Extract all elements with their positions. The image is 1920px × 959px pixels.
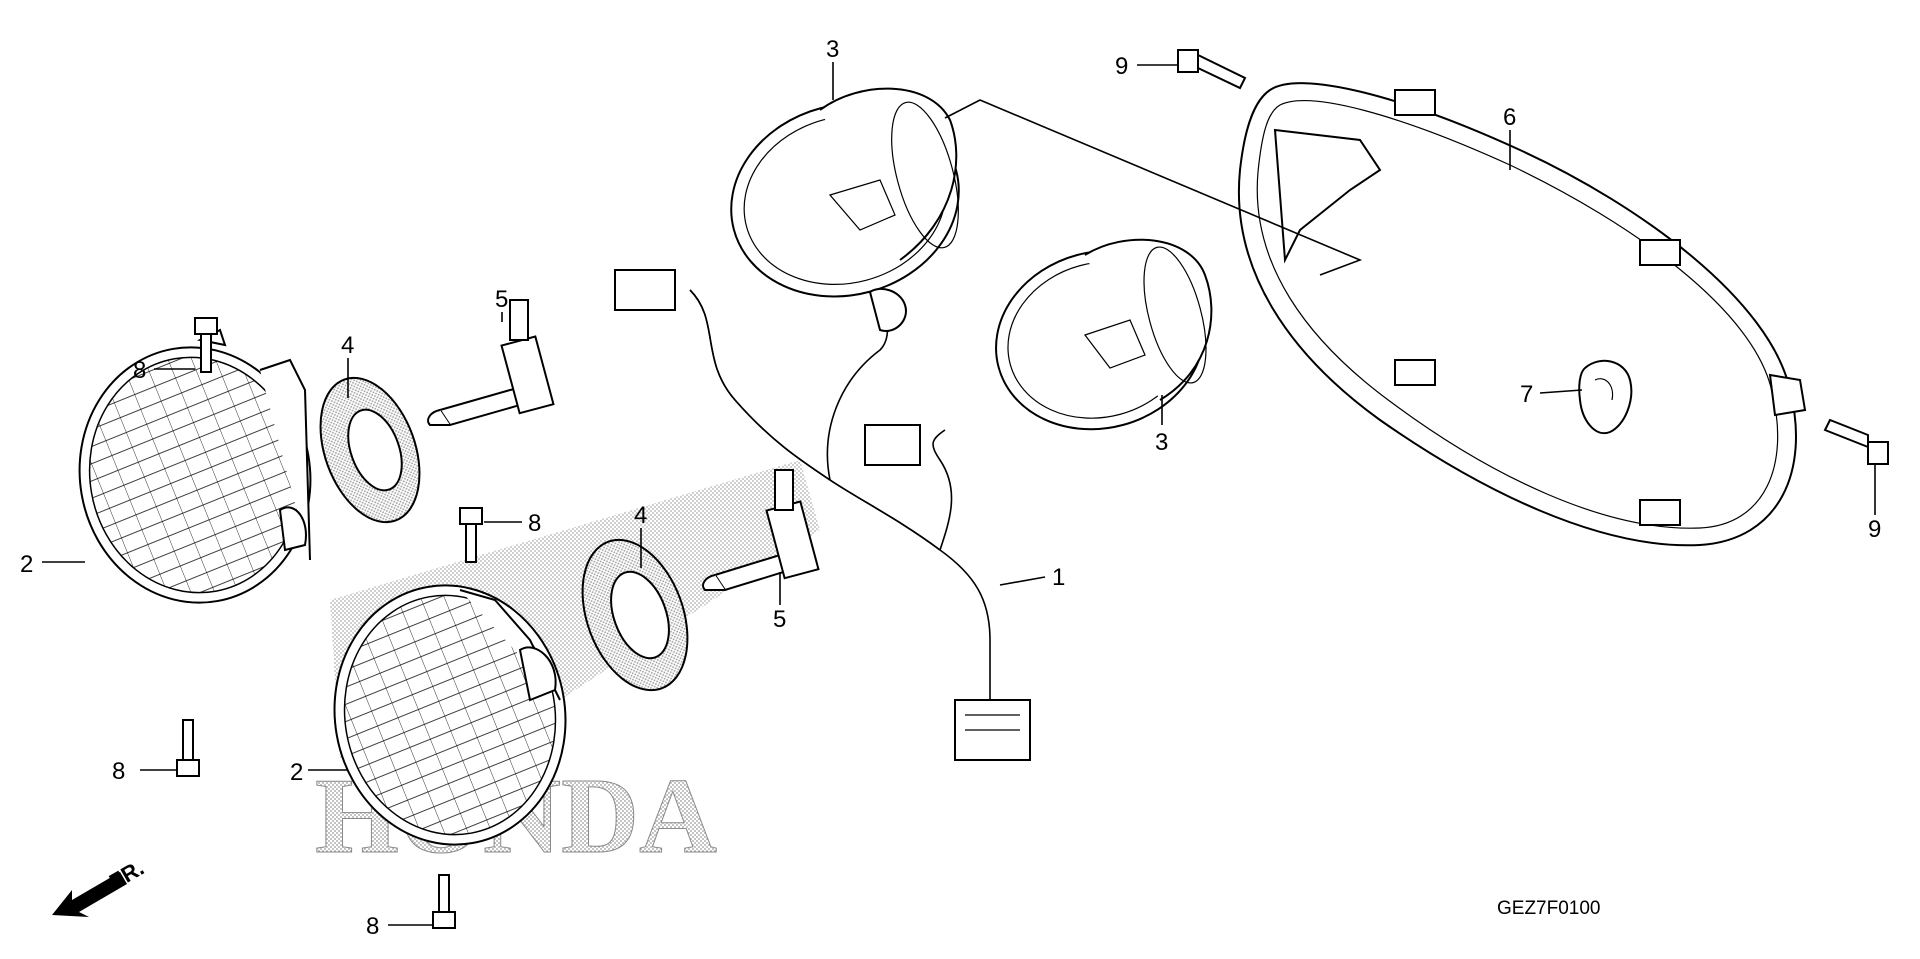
screw-top xyxy=(1177,49,1247,90)
leader-lines xyxy=(42,62,1876,926)
callout-headlight-unit-left: 2 xyxy=(20,551,33,578)
bolt-left-bottom xyxy=(176,719,200,777)
callout-headlight-unit-right: 2 xyxy=(290,759,303,786)
connector-mid xyxy=(864,424,921,466)
bolt-right-top xyxy=(459,507,483,563)
headlight-unit-left xyxy=(78,328,312,604)
connector-small xyxy=(868,287,907,332)
callout-bolt-right-top: 8 xyxy=(528,510,541,537)
callout-screw-top: 9 xyxy=(1115,53,1128,80)
case-bracket-line xyxy=(944,99,1363,276)
callout-screw-right: 9 xyxy=(1868,516,1881,543)
headlight-rim xyxy=(1237,82,1807,547)
callout-headlight-case-top: 3 xyxy=(826,36,839,63)
connector-top xyxy=(614,269,676,311)
bulb-left xyxy=(427,299,555,427)
callout-dust-cover-left: 4 xyxy=(341,332,354,359)
bolt-right-bottom xyxy=(432,874,456,929)
callout-headlight-case-bottom: 3 xyxy=(1155,429,1168,456)
screw-right xyxy=(1823,418,1889,465)
bulb-socket xyxy=(1578,359,1633,435)
callout-bolt-right-bottom: 8 xyxy=(366,913,379,940)
wire-harness xyxy=(614,269,1031,761)
headlight-unit-right xyxy=(333,584,567,846)
callout-bolt-left-bottom: 8 xyxy=(112,758,125,785)
headlight-case-bottom xyxy=(995,238,1213,431)
callout-bolt-left-top: 8 xyxy=(133,357,146,384)
callout-dust-cover-right: 4 xyxy=(634,502,647,529)
dust-cover-left xyxy=(319,376,421,524)
bulb-right xyxy=(702,469,820,592)
callout-wire-harness: 1 xyxy=(1052,564,1065,591)
dust-cover-right xyxy=(581,538,689,692)
front-arrow-icon xyxy=(52,872,127,917)
headlight-case-top xyxy=(730,87,960,298)
front-direction-indicator: FR. xyxy=(52,855,148,917)
callout-bulb-left: 5 xyxy=(495,286,508,313)
callout-bulb-socket: 7 xyxy=(1520,381,1533,408)
bolt-left-top xyxy=(194,317,218,373)
drawing-code: GEZ7F0100 xyxy=(1497,898,1601,919)
callout-bulb-right: 5 xyxy=(773,606,786,633)
callout-headlight-rim: 6 xyxy=(1503,104,1516,131)
callouts: 1 2 2 3 3 4 4 5 5 6 7 8 8 8 8 9 9 xyxy=(20,36,1881,940)
